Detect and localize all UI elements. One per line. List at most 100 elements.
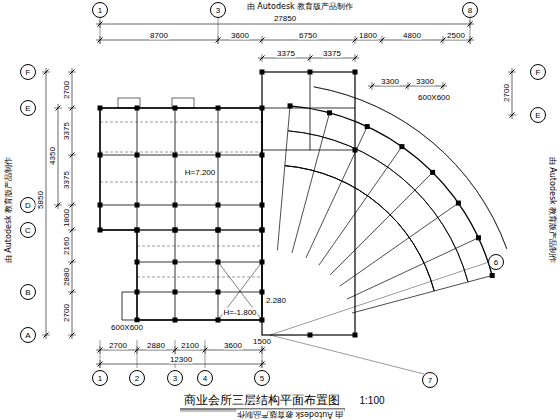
column [456, 201, 461, 206]
dimension-text: 600X600 [110, 323, 144, 332]
column [353, 148, 358, 153]
axis-number: 4 [203, 374, 207, 383]
axis-number: F [26, 68, 31, 77]
dimension-text: 2700 [62, 303, 71, 323]
beam-line [137, 108, 138, 320]
axis-bubble: 4 [197, 370, 213, 386]
column [98, 106, 103, 111]
column [327, 110, 332, 115]
axis-number: 5 [260, 374, 264, 383]
dimension-text: 3600 [223, 341, 243, 350]
extension-line [262, 36, 263, 44]
dimension-text: 1800 [62, 208, 71, 228]
dimension-text: 1500 [252, 337, 272, 346]
radial-beam [340, 203, 459, 286]
dimension-text: 2700 [108, 341, 128, 350]
axis-bubble: 3 [167, 370, 183, 386]
extension-line [443, 82, 444, 90]
column [98, 203, 103, 208]
extension-line [355, 54, 356, 62]
opening-cross [218, 262, 262, 320]
beam-line [310, 72, 311, 150]
dimension-text: 5850 [36, 190, 45, 210]
axis-bubble: B [20, 284, 36, 300]
column [476, 235, 481, 240]
axis-line [470, 18, 471, 44]
beam-line [100, 155, 262, 156]
extension-line [443, 36, 444, 44]
extension-line [68, 230, 76, 231]
extension-line [68, 205, 76, 206]
secondary-beam [137, 277, 262, 278]
column [135, 106, 140, 111]
axis-bubble: 6 [488, 254, 504, 270]
column [260, 106, 265, 111]
axis-number: 8 [468, 6, 472, 15]
beam-line [175, 108, 176, 320]
column [216, 203, 221, 208]
dimension-text: 3600 [230, 31, 250, 40]
beam-line [137, 230, 262, 231]
extension-line [508, 72, 516, 73]
column [135, 203, 140, 208]
axis-bubble: 3 [210, 2, 226, 18]
column [173, 318, 178, 323]
dimension-line [96, 350, 266, 351]
beam-line [262, 150, 355, 151]
axis-number: 6 [494, 258, 498, 267]
secondary-beam [100, 152, 262, 153]
extension-line [508, 115, 516, 116]
watermark: 由 Autodesk 教育版产品制作 [548, 156, 557, 264]
axis-bubble: 2 [129, 370, 145, 386]
radial-beam [319, 147, 402, 266]
axis-bubble: 7 [422, 372, 438, 388]
dimension-text: 3375 [62, 121, 71, 141]
secondary-beam [100, 182, 262, 183]
watermark: 由 Autodesk 教育版产品制作 [236, 410, 344, 419]
axis-number: 7 [428, 376, 432, 385]
axis-number: 2 [135, 374, 139, 383]
column [216, 228, 221, 233]
column [173, 290, 178, 295]
dimension-text: 1800 [358, 31, 378, 40]
radial-beam [306, 127, 367, 258]
beam-line [218, 108, 219, 320]
extension-line [54, 108, 62, 109]
axis-number: B [25, 288, 30, 297]
axis-bubble: 1 [92, 370, 108, 386]
dimension-text: 3300 [380, 77, 400, 86]
column [260, 228, 265, 233]
dimension-line [96, 40, 474, 41]
column [288, 103, 293, 108]
dimension-text: 2700 [502, 83, 511, 103]
extension-line [54, 205, 62, 206]
dimension-text: 6750 [298, 31, 318, 40]
column [308, 70, 313, 75]
extension-line [68, 155, 76, 156]
column [216, 318, 221, 323]
dimension-text: 3375 [276, 49, 296, 58]
column [216, 260, 221, 265]
axis-bubble: A [20, 327, 36, 343]
axis-line [100, 340, 101, 368]
dimension-text: 3375 [322, 49, 342, 58]
column [260, 318, 265, 323]
dimension-text: H=7.200 [184, 168, 216, 177]
axis-number: 1 [98, 6, 102, 15]
dimension-text: H=-1.800 [222, 308, 257, 317]
axis-number: A [25, 331, 30, 340]
axis-number: 3 [216, 6, 220, 15]
column [365, 124, 370, 129]
dimension-text: 600X600 [417, 93, 451, 102]
extension-line [68, 335, 76, 336]
extension-line [68, 292, 76, 293]
dimension-text: 2880 [146, 341, 166, 350]
beam-line [100, 108, 101, 230]
extension-line [42, 335, 50, 336]
column [135, 290, 140, 295]
watermark: 由 Autodesk 教育版产品制作 [246, 2, 354, 11]
dimension-text: 12300 [169, 355, 193, 364]
column [216, 153, 221, 158]
axis-bubble: E [20, 100, 36, 116]
